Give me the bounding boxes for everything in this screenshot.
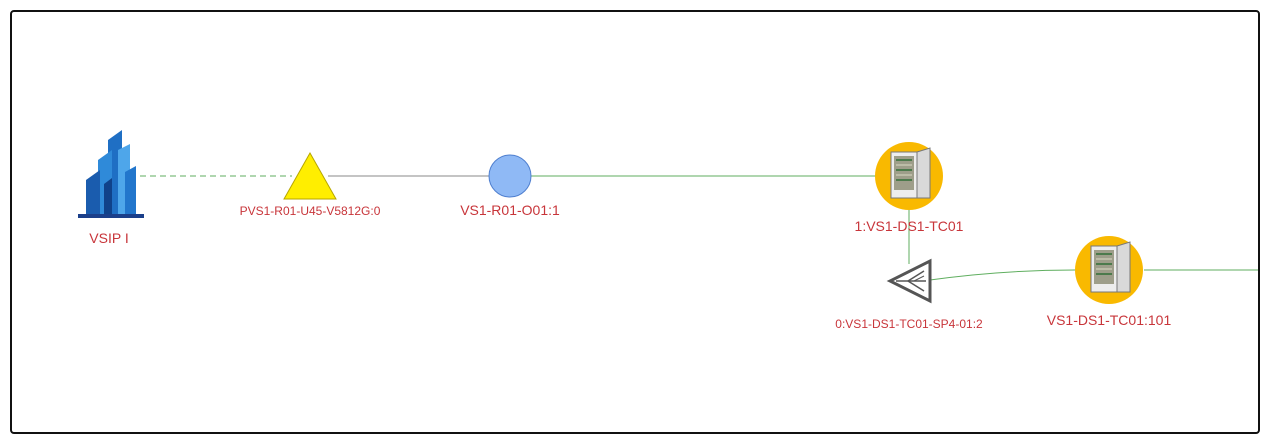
cabinet2-label: VS1-DS1-TC01:101 — [1047, 312, 1172, 328]
olt-node[interactable]: PVS1-R01-U45-V5812G:0 — [240, 151, 381, 218]
splitter-label: 0:VS1-DS1-TC01-SP4-01:2 — [835, 317, 983, 331]
olt-label: PVS1-R01-U45-V5812G:0 — [240, 204, 381, 218]
topology-diagram: VSIP I PVS1-R01-U45-V5812G:0 VS1-R01-O01… — [78, 130, 1258, 331]
link-splitter-cabinet2 — [929, 269, 1076, 281]
cabinet-icon — [875, 142, 943, 210]
building-label: VSIP I — [89, 230, 128, 246]
odf-label: VS1-R01-O01:1 — [460, 202, 560, 218]
circle-node-icon — [488, 154, 532, 198]
cabinet1-node[interactable]: 1:VS1-DS1-TC01 — [855, 142, 964, 234]
splitter-node[interactable]: 0:VS1-DS1-TC01-SP4-01:2 — [835, 258, 983, 331]
splitter-icon — [886, 258, 932, 304]
triangle-olt-icon — [283, 151, 337, 200]
cabinet2-node[interactable]: VS1-DS1-TC01:101 — [1047, 236, 1172, 328]
topology-canvas[interactable]: VSIP I PVS1-R01-U45-V5812G:0 VS1-R01-O01… — [10, 10, 1260, 434]
building-node[interactable]: VSIP I — [78, 130, 144, 246]
cabinet1-label: 1:VS1-DS1-TC01 — [855, 218, 964, 234]
office-building-icon — [78, 130, 144, 218]
odf-node[interactable]: VS1-R01-O01:1 — [460, 154, 560, 218]
cabinet-icon — [1075, 236, 1143, 304]
